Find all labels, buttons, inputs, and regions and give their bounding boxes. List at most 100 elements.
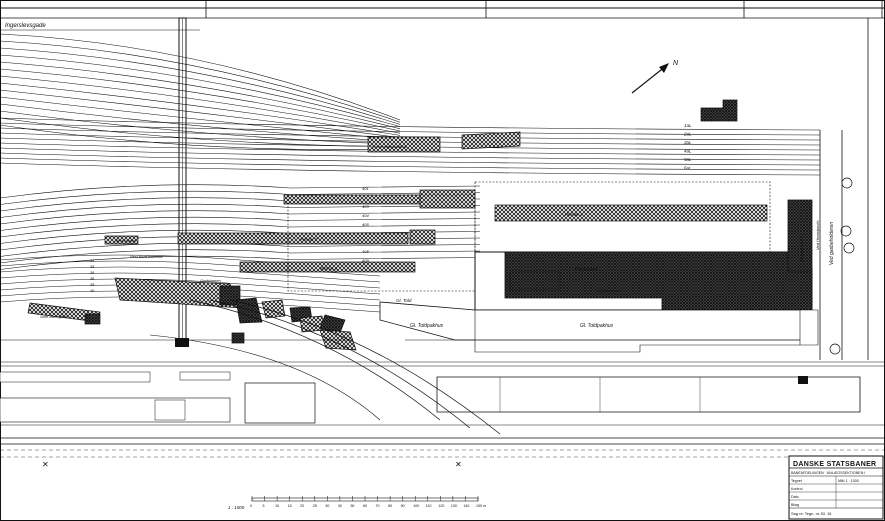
right-road: Ved gasbeholderen: [819, 18, 869, 360]
track: [0, 137, 821, 151]
track: [0, 255, 481, 270]
track-label: 408: [362, 249, 369, 254]
track-label: 5aL: [684, 157, 692, 162]
track: [0, 197, 481, 212]
scale-bar-label: 1 : 1000: [228, 505, 245, 510]
svg-text:Gl. Toldpakhus: Gl. Toldpakhus: [410, 323, 444, 329]
track: [0, 54, 401, 127]
track-label: 34: [90, 259, 94, 263]
street-label-right-1: Ved gasbeholderen: [829, 222, 835, 265]
track-label: 6aL: [684, 166, 692, 171]
scale-tick-label: 0: [250, 504, 252, 508]
track: [0, 75, 401, 134]
scale-tick-label: 130: [451, 504, 457, 508]
track-label: 405: [362, 222, 369, 227]
track: [0, 110, 401, 145]
track: [0, 122, 821, 136]
svg-text:Vest front-banehal: Vest front-banehal: [130, 254, 163, 259]
track: [0, 242, 481, 257]
track: [0, 260, 381, 277]
track-label: 40: [90, 289, 95, 293]
north-symbol: N: [673, 60, 679, 67]
scale-tick-label: 60: [363, 504, 367, 508]
track-label: 3aL: [684, 140, 692, 145]
scale-tick-label: 70: [376, 504, 380, 508]
track-label: 4aL: [684, 149, 692, 154]
svg-text:Gl. Toldpakhus: Gl. Toldpakhus: [580, 323, 614, 329]
title-row2: Kontrol: [791, 487, 803, 491]
track: [0, 216, 481, 231]
posthuset-building: Posthuset Postterminal: [474, 251, 813, 311]
scale-tick-label: 15: [288, 504, 292, 508]
toldpakhus: Gl. Toldpakhus Gl. Toldpakhus Gl. Told: [379, 298, 819, 353]
track-field: 1aL2aL3aL4aL5aL6aL4014024034044054064074…: [0, 33, 821, 313]
track-label: 36: [90, 271, 95, 275]
scale-tick-label: 20: [300, 504, 304, 508]
track: [0, 272, 381, 289]
track: [0, 89, 401, 138]
svg-text:Vest-kontrol: Vest-kontrol: [115, 238, 136, 243]
track: [0, 157, 821, 171]
scale-tick-label: 120: [438, 504, 444, 508]
title-block: DANSKE STATSBANER BANEAFDELINGEN · ANLÆG…: [788, 455, 884, 520]
svg-text:Vare-banegård: Vare-banegård: [40, 314, 67, 319]
track: [0, 152, 821, 166]
svg-text:Mellemperron: Mellemperron: [799, 237, 804, 262]
track-label: 38: [90, 277, 95, 281]
title-row3: Dato: [791, 495, 799, 499]
lower-street-blocks: ✕ ✕ ✕: [0, 339, 885, 469]
scale-tick-label: 110: [426, 504, 432, 508]
track: [0, 184, 481, 199]
title-dept: BANEAFDELINGEN · ANLÆGSSEKTIONEN I: [791, 471, 865, 475]
scale-tick-label: 40: [338, 504, 342, 508]
track: [0, 147, 821, 161]
track: [0, 127, 821, 141]
goods-buildings: Vest-kontrol Vest front-banehal Vare-ban…: [27, 235, 357, 351]
svg-text:Perron 3: Perron 3: [320, 266, 338, 271]
scale-tick-label: 80: [388, 504, 392, 508]
track: [0, 229, 481, 244]
scale-tick-label: 25: [313, 504, 317, 508]
platforms: Perron 1 Perron 2 Perron 3: [177, 189, 768, 273]
track: [0, 203, 481, 218]
track: [0, 96, 401, 141]
track-label: 2aL: [683, 132, 692, 137]
track-label: 404: [362, 213, 369, 218]
title-row4: Bilag: [791, 503, 799, 507]
title-row1: Tegnet: [791, 479, 802, 483]
scale-tick-label: 140: [463, 504, 469, 508]
svg-text:Postterminal: Postterminal: [598, 288, 620, 293]
track-label: 401: [362, 186, 369, 191]
street-label-top: Ingerslevsgade: [5, 23, 46, 29]
track: [0, 47, 401, 125]
track-label: 409: [362, 258, 369, 263]
track: [0, 61, 401, 130]
track-label: 35: [90, 265, 95, 269]
svg-text:Gl. Told: Gl. Told: [396, 298, 412, 303]
depot-building: [700, 99, 738, 122]
track-label: 39: [90, 283, 95, 287]
scale-tick-label: 5: [263, 504, 265, 508]
post-tower: Mellemperron Ved Hovedposth.: [787, 199, 820, 273]
track: [0, 117, 821, 131]
track-label: 1aL: [684, 123, 692, 128]
track: [0, 132, 821, 146]
track: [0, 190, 481, 205]
svg-text:Kommandoposthus: Kommandoposthus: [372, 144, 406, 149]
svg-text:✕: ✕: [42, 460, 49, 469]
svg-text:Perron 2: Perron 2: [300, 237, 318, 242]
track: [0, 162, 821, 176]
scale-tick-label: 90: [401, 504, 405, 508]
title-org: DANSKE STATSBANER: [793, 461, 876, 468]
track: [0, 142, 821, 156]
track: [0, 223, 481, 238]
track: [0, 68, 401, 132]
title-scale: Mål: 1 : 1000: [838, 479, 859, 483]
signal-house: Kommandoposthus: [367, 131, 521, 153]
svg-text:Godsbanen: Godsbanen: [200, 278, 221, 283]
scale-tick-label: 150 m: [476, 504, 486, 508]
svg-text:Posthuset: Posthuset: [575, 267, 598, 273]
scale-tick-label: 50: [350, 504, 354, 508]
branch-curves: [149, 299, 501, 435]
